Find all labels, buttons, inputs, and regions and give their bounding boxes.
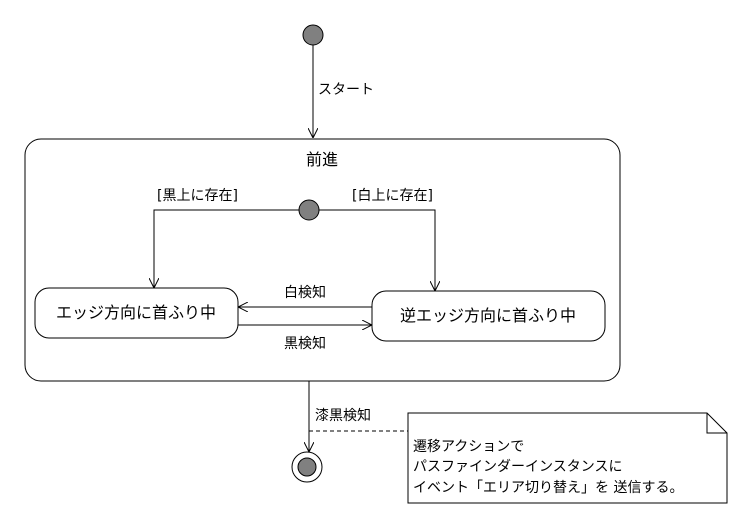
initial-pseudostate bbox=[302, 24, 324, 46]
note-line-2: パスファインダーインスタンスに bbox=[413, 459, 622, 475]
transition-black-detect-label: 黒検知 bbox=[284, 335, 326, 352]
note-box bbox=[407, 412, 728, 504]
state-edge-direction-label: エッジ方向に首ふり中 bbox=[56, 303, 216, 322]
inner-initial-pseudostate bbox=[298, 199, 320, 221]
note-line-1: 遷移アクションで bbox=[413, 439, 524, 455]
start-transition-label: スタート bbox=[318, 82, 374, 98]
state-edge-direction bbox=[34, 287, 239, 339]
state-reverse-edge-direction bbox=[371, 290, 606, 342]
exit-transition-label: 漆黒検知 bbox=[315, 407, 371, 424]
guard-arrow-left bbox=[154, 209, 299, 288]
guard-label-right: [白上に存在] bbox=[352, 188, 433, 204]
guard-label-left: [黒上に存在] bbox=[157, 188, 238, 204]
final-state-inner bbox=[297, 457, 317, 477]
composite-state-forward bbox=[24, 138, 621, 382]
guard-arrow-right bbox=[319, 209, 435, 291]
note-line-3: イベント「エリア切り替え」を 送信する。 bbox=[413, 480, 683, 496]
note-corner-fold bbox=[706, 413, 727, 434]
state-reverse-edge-direction-label: 逆エッジ方向に首ふり中 bbox=[400, 306, 576, 325]
transition-white-detect-label: 白検知 bbox=[284, 284, 326, 301]
composite-state-title: 前進 bbox=[306, 150, 338, 169]
